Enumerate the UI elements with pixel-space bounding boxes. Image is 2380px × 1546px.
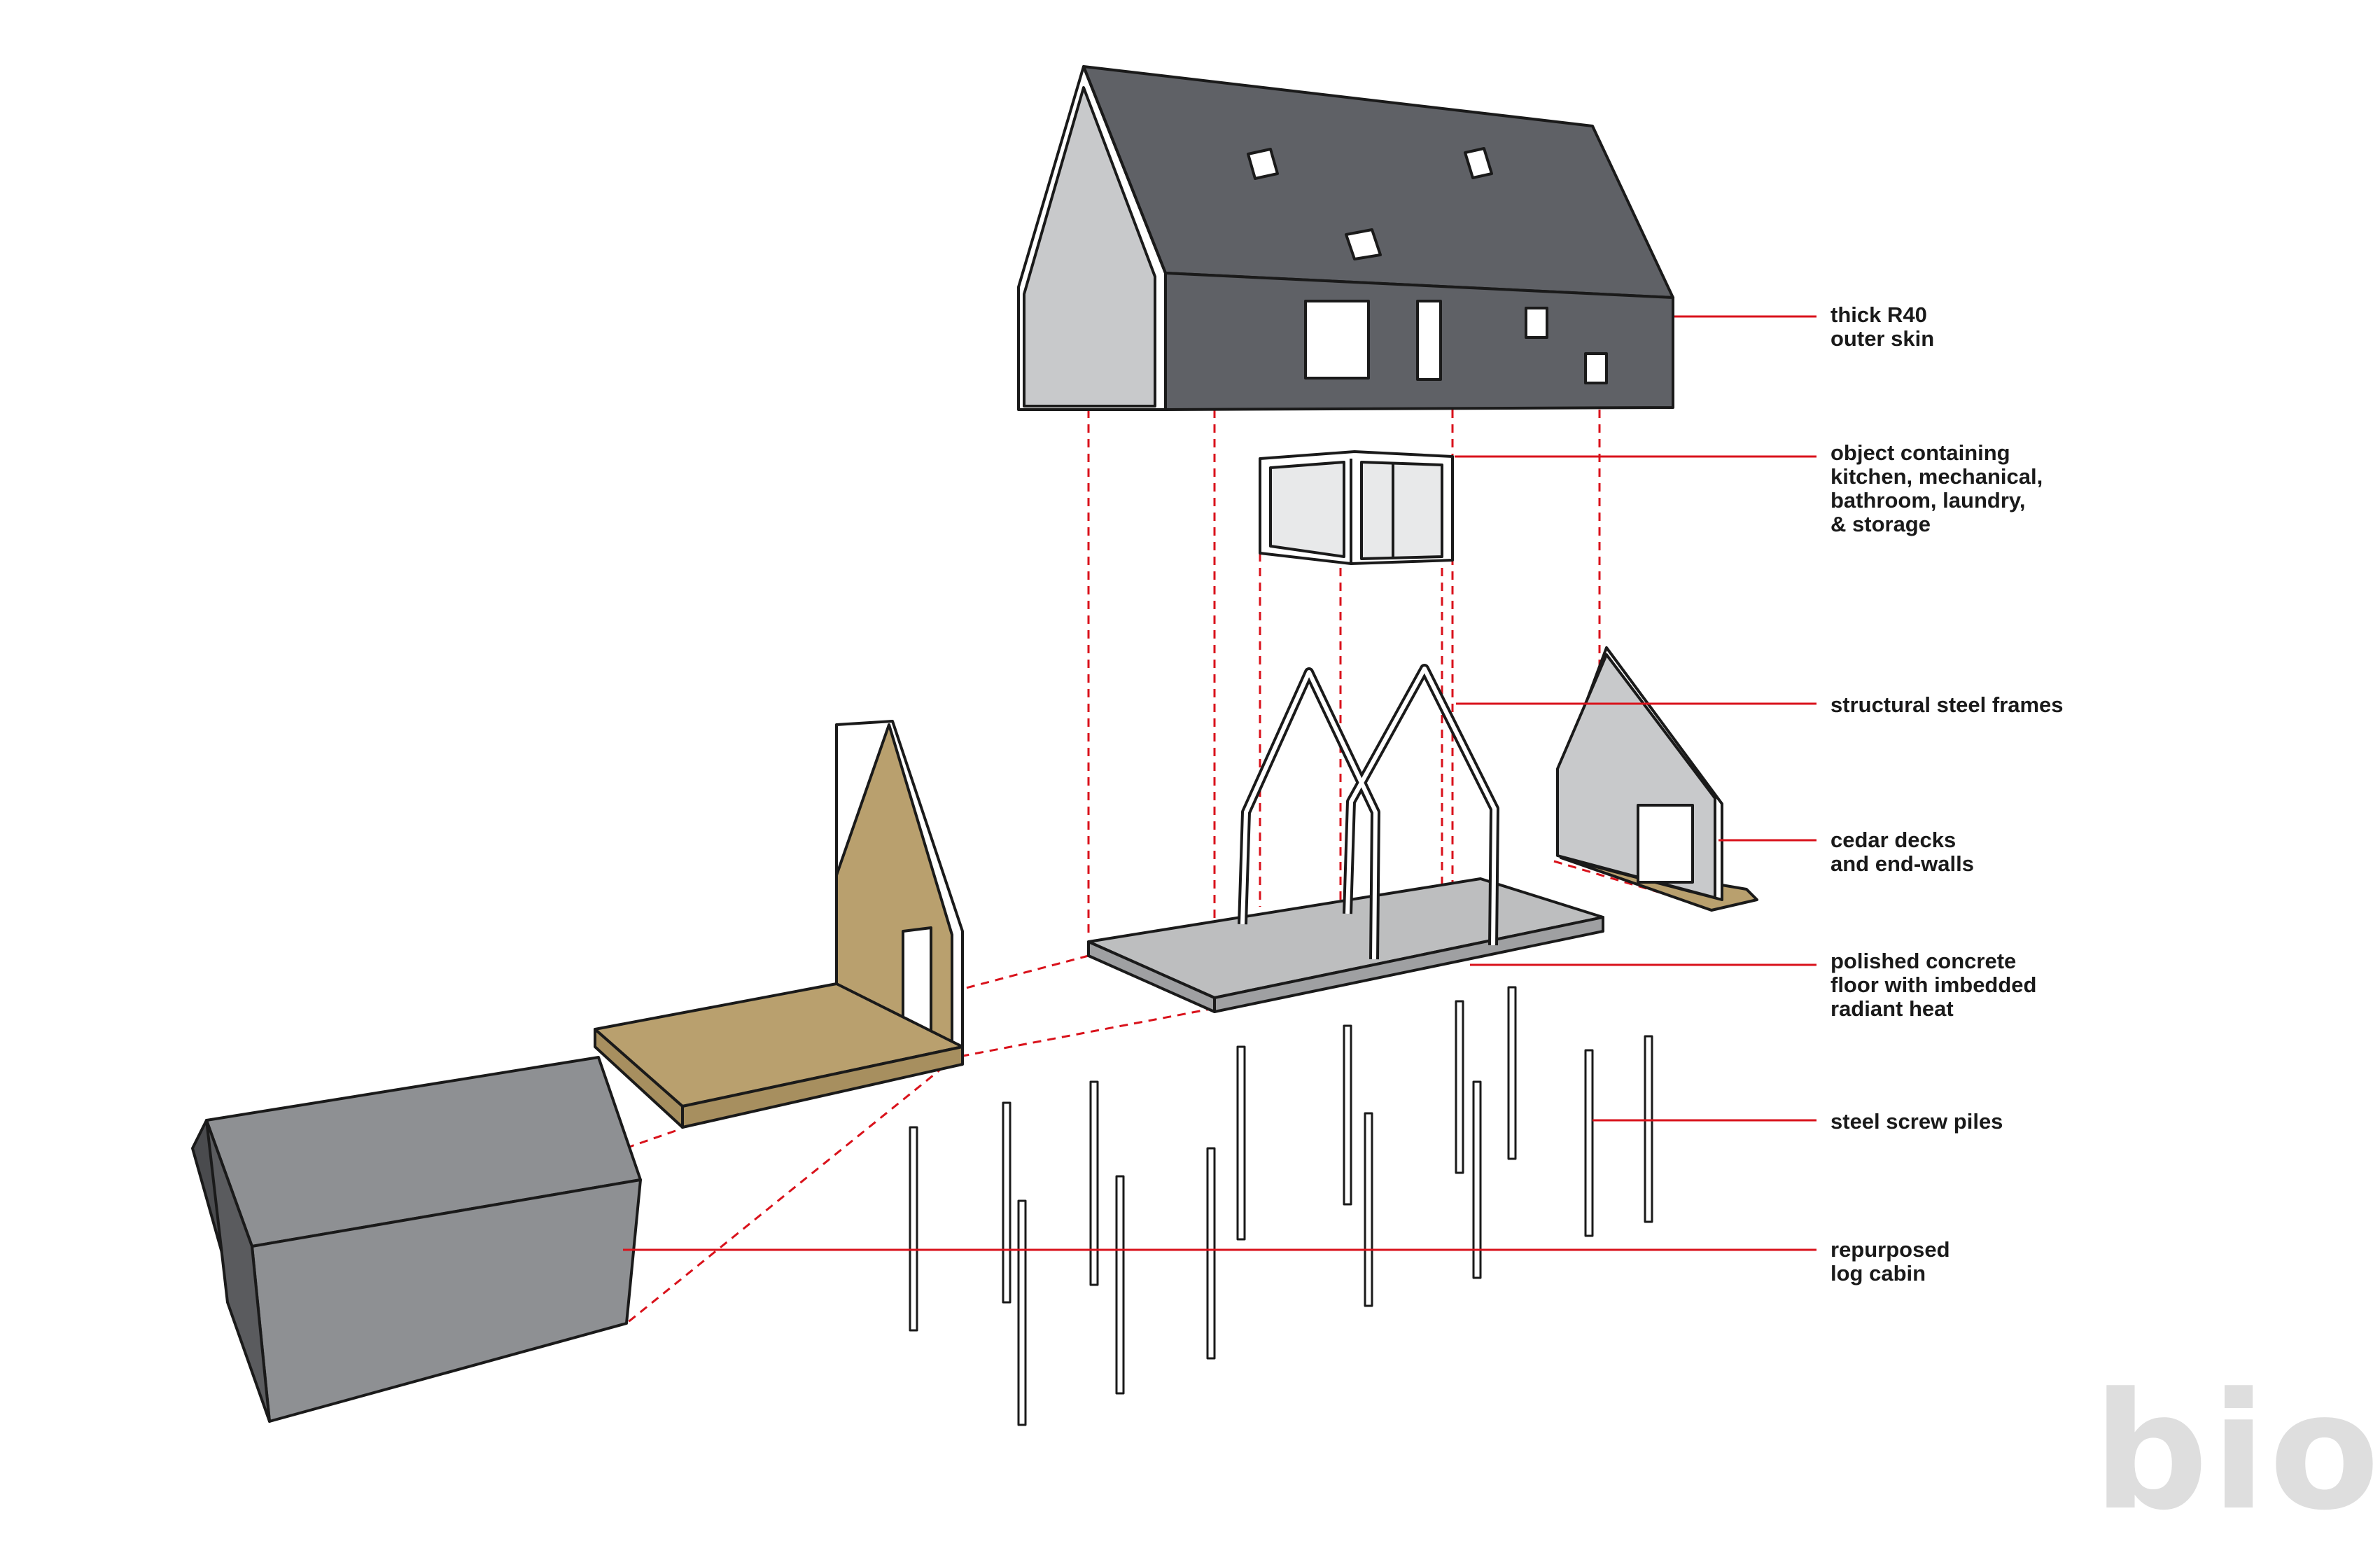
right-end-wall — [1556, 646, 1758, 912]
pile — [1472, 1080, 1482, 1279]
window-3 — [1525, 307, 1548, 339]
pile — [1017, 1199, 1027, 1426]
pile — [1115, 1175, 1125, 1395]
pile — [1206, 1147, 1216, 1360]
callout-outer-skin: thick R40 outer skin — [1830, 302, 1935, 351]
pile — [1002, 1101, 1011, 1304]
callout-cabin: repurposed log cabin — [1830, 1237, 1950, 1286]
skylight-3 — [1345, 228, 1382, 260]
pile — [1507, 986, 1517, 1160]
callout-frames: structural steel frames — [1830, 692, 2064, 717]
bioi-logo: bioi — [2093, 1359, 2380, 1546]
core-object — [1259, 450, 1454, 565]
leader-lines — [623, 315, 1816, 1251]
callout-object: object containing kitchen, mechanical, b… — [1830, 440, 2043, 536]
window-2 — [1416, 300, 1442, 381]
pile — [909, 1126, 918, 1332]
window-1 — [1304, 300, 1370, 379]
callout-decks: cedar decks and end-walls — [1830, 828, 1974, 876]
pile — [1343, 1024, 1352, 1206]
pile — [1364, 1112, 1373, 1307]
log-cabin — [191, 1056, 642, 1423]
pile — [1089, 1080, 1099, 1286]
outer-skin-shell — [1017, 65, 1674, 411]
skylight-1 — [1247, 148, 1279, 180]
pile — [1644, 1035, 1653, 1223]
skylight-2 — [1464, 147, 1493, 179]
pile — [1455, 1000, 1464, 1174]
window-4 — [1584, 352, 1608, 384]
callout-floor: polished concrete floor with imbedded ra… — [1830, 949, 2037, 1021]
callout-piles: steel screw piles — [1830, 1109, 2003, 1134]
pile — [1236, 1045, 1246, 1241]
pile — [1584, 1049, 1594, 1237]
concrete-floor-slab — [1087, 877, 1604, 1013]
steel-screw-piles — [909, 986, 1653, 1426]
projection-lines — [594, 410, 1709, 1325]
left-deck-and-wall — [594, 720, 964, 1129]
